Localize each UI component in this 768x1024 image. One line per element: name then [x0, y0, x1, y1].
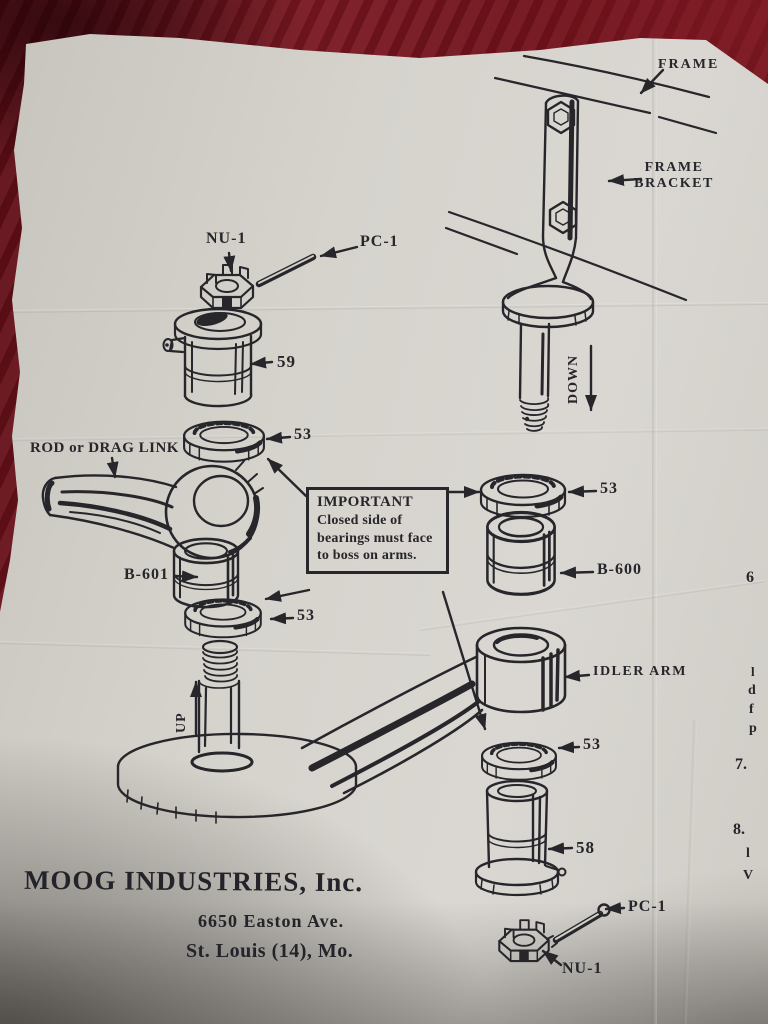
label-rod-or-drag-link: ROD or DRAG LINK [30, 440, 179, 456]
edge-fragment-d: d [748, 683, 756, 698]
idler-arm-assembly-drawing [116, 639, 484, 824]
callout-arrows [106, 68, 665, 967]
label-53-top-left: 53 [294, 426, 312, 443]
company-address-line2: St. Louis (14), Mo. [186, 940, 354, 962]
label-nu1-bottom: NU-1 [562, 960, 603, 977]
part-59-drawing [162, 307, 263, 408]
label-53-bottom: 53 [583, 736, 601, 753]
frame-rail-lines [444, 54, 718, 302]
edge-fragment-f: f [749, 702, 754, 717]
bearing-53-top-left-drawing [184, 422, 264, 462]
label-b601: B-601 [124, 566, 169, 583]
label-58: 58 [576, 838, 595, 857]
label-53-lower-left: 53 [297, 607, 315, 624]
label-idler-arm: IDLER ARM [593, 664, 688, 679]
bearing-53-bottom-drawing [482, 743, 556, 780]
edge-fragment-v: V [743, 868, 754, 883]
important-note-leader-arrows [264, 457, 487, 731]
label-nu1-top: NU-1 [206, 230, 247, 247]
edge-fragment-8: 8. [733, 821, 745, 838]
frame-bracket-drawing [501, 94, 595, 329]
edge-fragment-6: 6 [746, 569, 754, 586]
part-58-drawing [474, 779, 567, 897]
castle-nut-bottom-drawing [498, 919, 550, 963]
edge-fragment-l1: l [751, 664, 755, 679]
edge-fragment-p: p [749, 721, 757, 736]
company-address-line1: 6650 Easton Ave. [198, 911, 345, 931]
label-b600: B-600 [597, 561, 642, 578]
label-frame-bracket-line2: BRACKET [634, 176, 714, 191]
cotter-pin-top-drawing [255, 253, 317, 288]
idler-arm-ring-drawing [475, 626, 567, 714]
important-note-title: IMPORTANT [317, 494, 414, 510]
edge-fragment-l2: l [746, 846, 750, 861]
castle-nut-top-drawing [199, 263, 255, 310]
rod-drag-link-drawing [41, 460, 264, 560]
edge-fragment-7: 7. [735, 756, 747, 773]
bearing-53-right-drawing [481, 475, 565, 517]
important-note-body: Closed side of bearings must face to bos… [317, 513, 433, 564]
label-frame: FRAME [658, 57, 720, 72]
label-pc1-bottom: PC-1 [628, 898, 667, 915]
label-59: 59 [277, 352, 296, 371]
label-frame-bracket: FRAME BRACKET [628, 160, 720, 192]
bushing-b600-drawing [485, 510, 557, 597]
company-name: MOOG INDUSTRIES, Inc. [23, 864, 364, 898]
label-frame-bracket-line1: FRAME [644, 160, 704, 175]
label-up: UP [174, 712, 189, 733]
label-pc1-top: PC-1 [360, 233, 399, 250]
label-down: DOWN [566, 354, 581, 404]
bracket-stud-drawing [518, 322, 551, 432]
cotter-pin-bottom-drawing [546, 903, 611, 948]
important-note-box: IMPORTANT Closed side of bearings must f… [306, 487, 449, 574]
label-53-right: 53 [600, 480, 618, 497]
